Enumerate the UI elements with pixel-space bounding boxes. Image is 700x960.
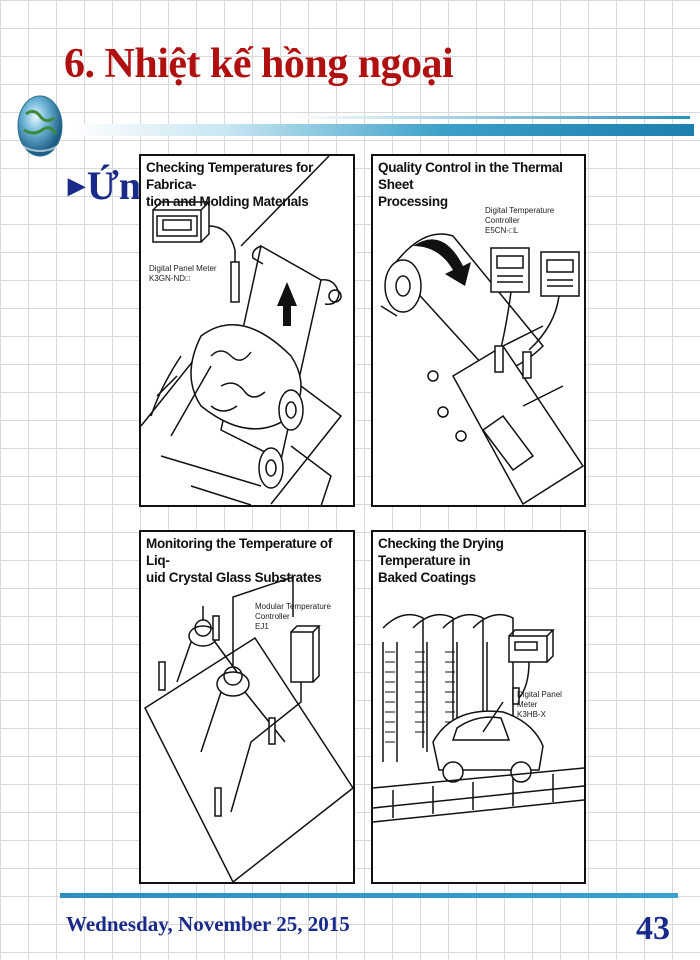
- footer-date: Wednesday, November 25, 2015: [66, 912, 350, 936]
- footer-divider: [60, 893, 678, 898]
- device-label: Digital Panel Meter K3GN-ND□: [149, 264, 217, 283]
- illustration-rollers: [141, 156, 343, 505]
- illustration-glass-substrate: [144, 575, 353, 882]
- panel-thermal-sheet: Quality Control in the Thermal Sheet Pro…: [371, 154, 586, 507]
- panel-caption: Checking Temperatures for Fabrica- tion …: [146, 160, 314, 209]
- globe-icon: [17, 95, 63, 157]
- triangle-bullet-icon: ▶: [68, 173, 85, 198]
- title-underline-thin: [290, 116, 690, 119]
- device-label: Digital Panel Meter K3HB-X: [517, 690, 562, 719]
- panel-baked-coatings: Checking the Drying Temperature in Baked…: [371, 530, 586, 884]
- page-title: 6. Nhiệt kế hồng ngoại: [64, 41, 454, 87]
- illustration-thermal-sheet: [380, 233, 584, 505]
- title-underline: [70, 124, 694, 136]
- illustration-drying-line: [373, 613, 584, 823]
- device-label: Digital Temperature Controller E5CN-□L: [485, 206, 555, 235]
- page-number: 43: [636, 910, 670, 947]
- panel-caption: Quality Control in the Thermal Sheet Pro…: [378, 160, 563, 209]
- panel-caption: Monitoring the Temperature of Liq- uid C…: [146, 536, 333, 585]
- panel-caption: Checking the Drying Temperature in Baked…: [378, 536, 504, 585]
- device-label: Modular Temperature Controller EJ1: [255, 602, 331, 631]
- panel-lcd-glass: Monitoring the Temperature of Liq- uid C…: [139, 530, 355, 884]
- panel-fabrication-molding: Checking Temperatures for Fabrica- tion …: [139, 154, 355, 507]
